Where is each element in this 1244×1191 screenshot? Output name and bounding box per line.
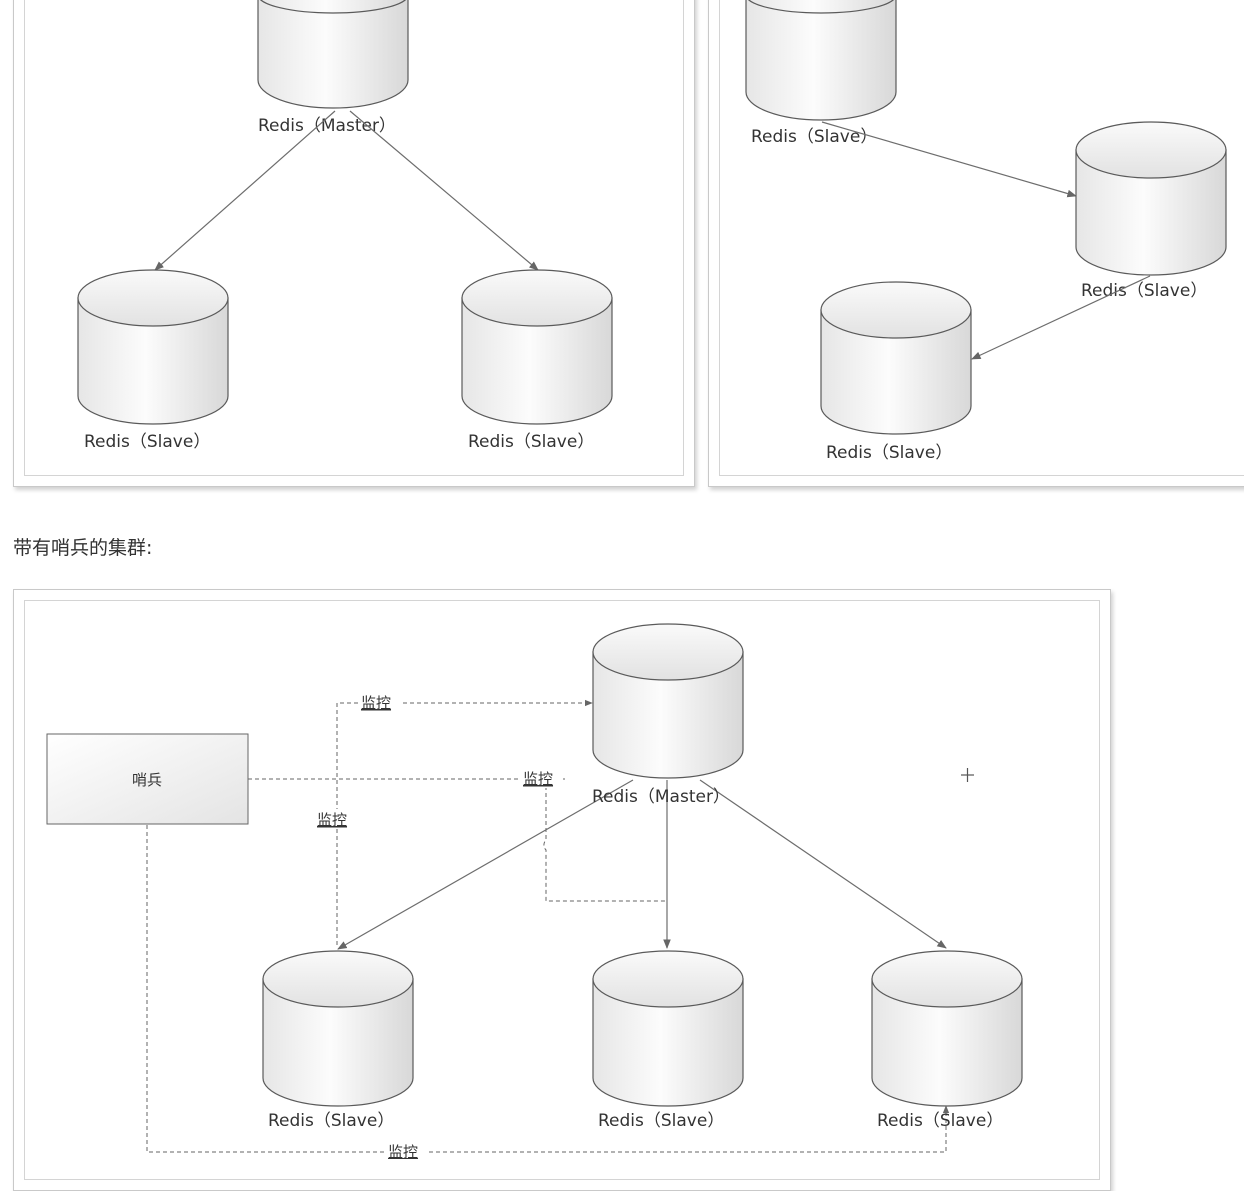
monitor-label-top: 监控 xyxy=(358,692,400,712)
sentinel-box xyxy=(46,733,249,825)
cylinder-master-1 xyxy=(257,0,409,109)
label-slave-3c: Redis（Slave） xyxy=(877,1111,1003,1131)
label-slave-2a: Redis（Slave） xyxy=(751,127,877,147)
cylinder-slave-3c xyxy=(871,950,1023,1107)
cylinder-master-3 xyxy=(592,623,744,779)
svg-text:监控: 监控 xyxy=(361,694,391,712)
crosshair-icon xyxy=(961,768,974,782)
monitor-label-bottom: 监控 xyxy=(385,1141,427,1159)
cylinder-slave-1b xyxy=(461,269,613,425)
cylinder-slave-2c xyxy=(820,281,972,435)
monitor-label-left: 监控 xyxy=(314,809,356,829)
label-slave-3b: Redis（Slave） xyxy=(598,1111,724,1131)
cylinder-slave-2b xyxy=(1075,121,1227,276)
svg-text:监控: 监控 xyxy=(523,770,553,788)
label-slave-2c: Redis（Slave） xyxy=(826,443,952,463)
sentinel-caption: 带有哨兵的集群: xyxy=(13,537,153,559)
monitor-label-mid: 监控 xyxy=(520,768,562,788)
svg-text:监控: 监控 xyxy=(317,811,347,829)
svg-text:监控: 监控 xyxy=(388,1143,418,1159)
label-slave-3a: Redis（Slave） xyxy=(268,1111,394,1131)
label-master-3: Redis（Master） xyxy=(592,787,730,807)
sentinel-label: 哨兵 xyxy=(132,771,162,789)
cylinder-slave-2a xyxy=(745,0,897,121)
diagram-canvas: Redis（Master） Redis（Slave） Redis（Slave） … xyxy=(46,0,1227,1159)
label-slave-1a: Redis（Slave） xyxy=(84,432,210,452)
label-slave-1b: Redis（Slave） xyxy=(468,432,594,452)
monitor-lines xyxy=(146,699,950,1153)
cylinder-slave-3b xyxy=(592,950,744,1107)
label-slave-2b: Redis（Slave） xyxy=(1081,281,1207,301)
cylinder-slave-1a xyxy=(77,269,229,425)
cylinder-slave-3a xyxy=(262,950,414,1107)
